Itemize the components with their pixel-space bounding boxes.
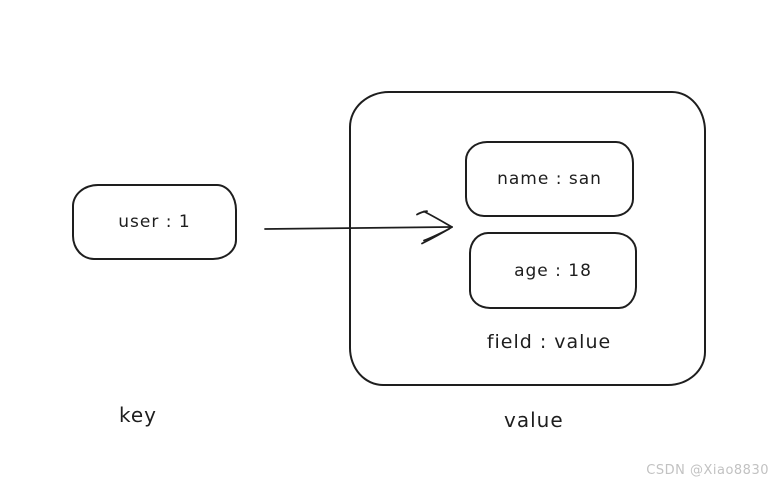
key-box: user : 1	[72, 184, 237, 260]
field-value-caption: field : value	[486, 331, 612, 353]
watermark: CSDN @Xiao8830	[646, 463, 769, 478]
field-box-age-label: age : 18	[514, 260, 592, 281]
value-box	[349, 91, 706, 386]
field-box-age: age : 18	[469, 232, 637, 309]
field-box-name: name : san	[465, 141, 634, 217]
key-label: key	[119, 403, 158, 427]
field-box-name-label: name : san	[497, 169, 602, 189]
value-label: value	[504, 408, 564, 432]
key-box-label: user : 1	[118, 212, 191, 232]
